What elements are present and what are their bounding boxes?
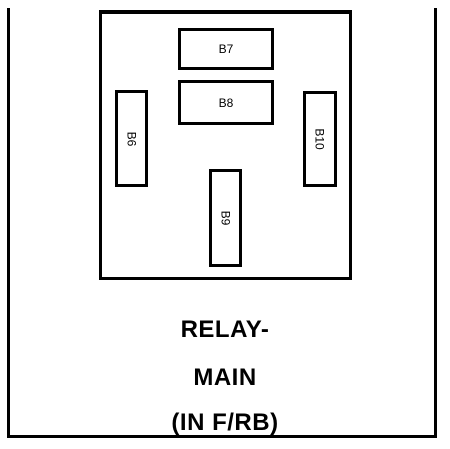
terminal-b10-label: B10 <box>312 128 327 150</box>
terminal-b6: B6 <box>115 90 148 187</box>
terminal-b9: B9 <box>209 169 242 267</box>
caption-line-2: MAIN <box>193 364 257 391</box>
diagram-frame <box>7 8 437 438</box>
caption-line-3: (IN F/RB) <box>171 409 279 436</box>
caption-line-1: RELAY- <box>180 316 270 343</box>
terminal-b8: B8 <box>178 80 274 125</box>
terminal-b10: B10 <box>303 91 337 187</box>
terminal-b8-label: B8 <box>218 95 234 110</box>
terminal-b9-label: B9 <box>218 210 233 226</box>
terminal-b6-label: B6 <box>124 131 139 146</box>
terminal-b7: B7 <box>178 28 274 70</box>
terminal-b7-label: B7 <box>218 42 234 56</box>
